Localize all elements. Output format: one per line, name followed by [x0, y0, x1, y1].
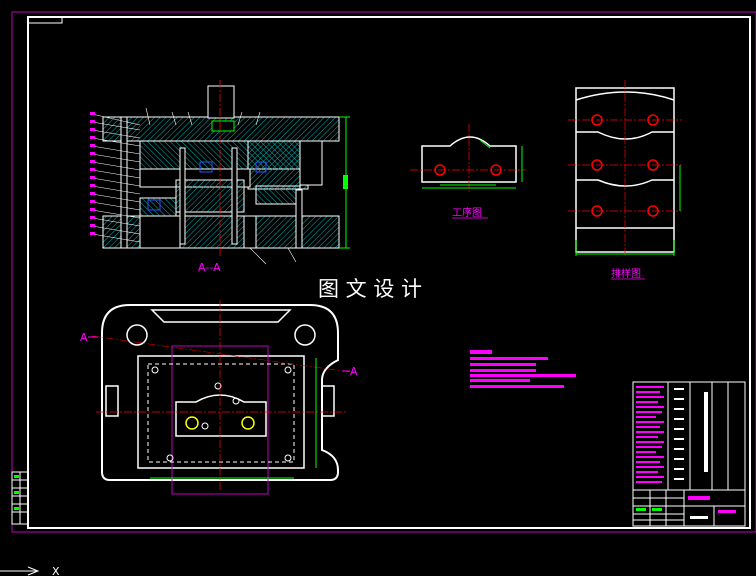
- title-block: [632, 489, 746, 527]
- process-view: [410, 124, 526, 194]
- process-view-label: 工序图: [452, 206, 482, 219]
- section-mark-right: A: [350, 365, 358, 378]
- drawing-border: [27, 16, 751, 529]
- sheet-corner-tab: [27, 16, 63, 24]
- section-mark-left: A: [80, 331, 88, 344]
- ucs-axis-icon: [0, 566, 40, 576]
- section-view-a-a: [90, 80, 350, 265]
- ucs-axis-x-label: X: [52, 565, 60, 576]
- outer-sheet-frame: [11, 11, 756, 533]
- plan-view: [91, 300, 351, 495]
- parts-list-table: [632, 381, 746, 491]
- watermark-text: 图 文 设 计: [318, 277, 422, 301]
- layout-view-label: 排样图: [611, 267, 641, 280]
- strip-layout-view: [568, 80, 682, 256]
- revision-block: [11, 471, 29, 525]
- section-view-label: A--A: [198, 261, 221, 274]
- technical-requirements: [470, 350, 576, 388]
